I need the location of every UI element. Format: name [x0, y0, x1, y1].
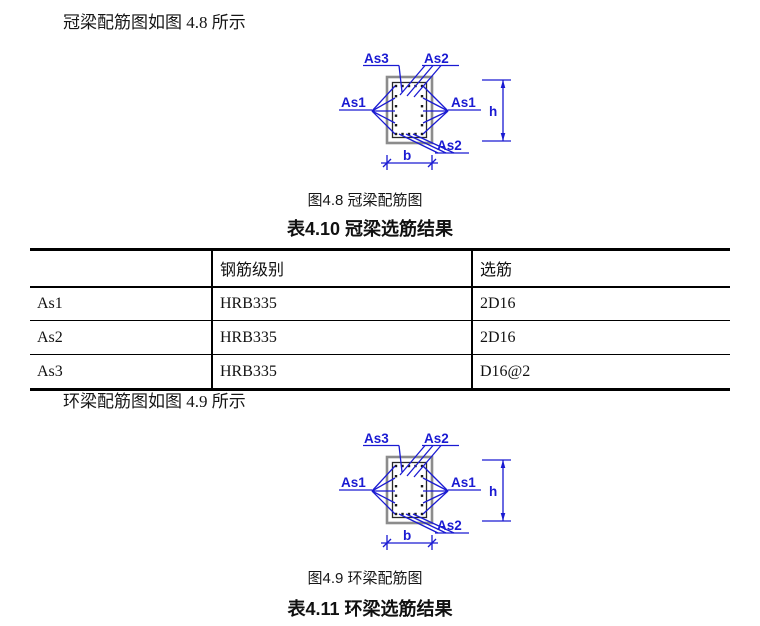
- figure2-caption: 图4.9 环梁配筋图: [307, 570, 423, 587]
- b-dimension: [381, 155, 438, 170]
- as3-label: As3: [364, 51, 389, 66]
- b-dimension: [381, 535, 438, 550]
- cell-selection: 2D16: [471, 286, 730, 321]
- b-dimension-label: b: [403, 148, 411, 163]
- header-cell-empty: [30, 249, 212, 288]
- as2-bottom-label: As2: [437, 138, 462, 153]
- cell-bar-name: As2: [30, 320, 212, 355]
- table2-title: 表4.11 环梁选筋结果: [287, 599, 453, 619]
- h-dimension-label: h: [489, 484, 497, 499]
- leader-lines: [339, 444, 481, 534]
- header-cell-selection: 选筋: [471, 249, 730, 288]
- as2-top-label: As2: [424, 51, 449, 66]
- table-row-as3: As3 HRB335 D16@2: [30, 354, 730, 390]
- table-row-as2: As2 HRB335 2D16: [30, 320, 730, 355]
- as3-label: As3: [364, 431, 389, 446]
- figure1-caption: 图4.8 冠梁配筋图: [307, 192, 423, 209]
- paragraph-ring-beam: 环梁配筋图如图 4.9 所示: [63, 392, 246, 411]
- cell-grade: HRB335: [211, 354, 472, 390]
- cell-grade: HRB335: [211, 286, 472, 321]
- cell-selection: D16@2: [471, 354, 730, 390]
- ring-beam-section-figure: As3 As2 As1 As1 As2 b h: [339, 431, 511, 550]
- as1-right-label: As1: [451, 475, 476, 490]
- h-dimension: [482, 459, 511, 522]
- h-dimension-label: h: [489, 104, 497, 119]
- rebar-dots: [394, 84, 424, 136]
- cell-selection: 2D16: [471, 320, 730, 355]
- h-dimension: [482, 79, 511, 142]
- paragraph-crown-beam: 冠梁配筋图如图 4.8 所示: [63, 13, 246, 32]
- cell-bar-name: As3: [37, 362, 63, 380]
- b-dimension-label: b: [403, 528, 411, 543]
- as1-left-label: As1: [341, 475, 366, 490]
- cell-bar-name: As1: [30, 286, 212, 321]
- crown-beam-section-figure: As3 As2 As1 As1 As2 b h: [339, 51, 511, 170]
- as2-bottom-label: As2: [437, 518, 462, 533]
- as1-left-label: As1: [341, 95, 366, 110]
- table-row-as1: As1 HRB335 2D16: [30, 286, 730, 321]
- rebar-selection-table: 钢筋级别 选筋 As1 HRB335 2D16 As2 HRB335 2D16 …: [30, 248, 730, 391]
- as2-top-label: As2: [424, 431, 449, 446]
- leader-lines: [339, 64, 481, 154]
- header-cell-grade: 钢筋级别: [211, 249, 472, 288]
- cell-grade: HRB335: [211, 320, 472, 355]
- as1-right-label: As1: [451, 95, 476, 110]
- table-header-row: 钢筋级别 选筋: [30, 249, 730, 288]
- table1-title: 表4.10 冠梁选筋结果: [286, 219, 454, 239]
